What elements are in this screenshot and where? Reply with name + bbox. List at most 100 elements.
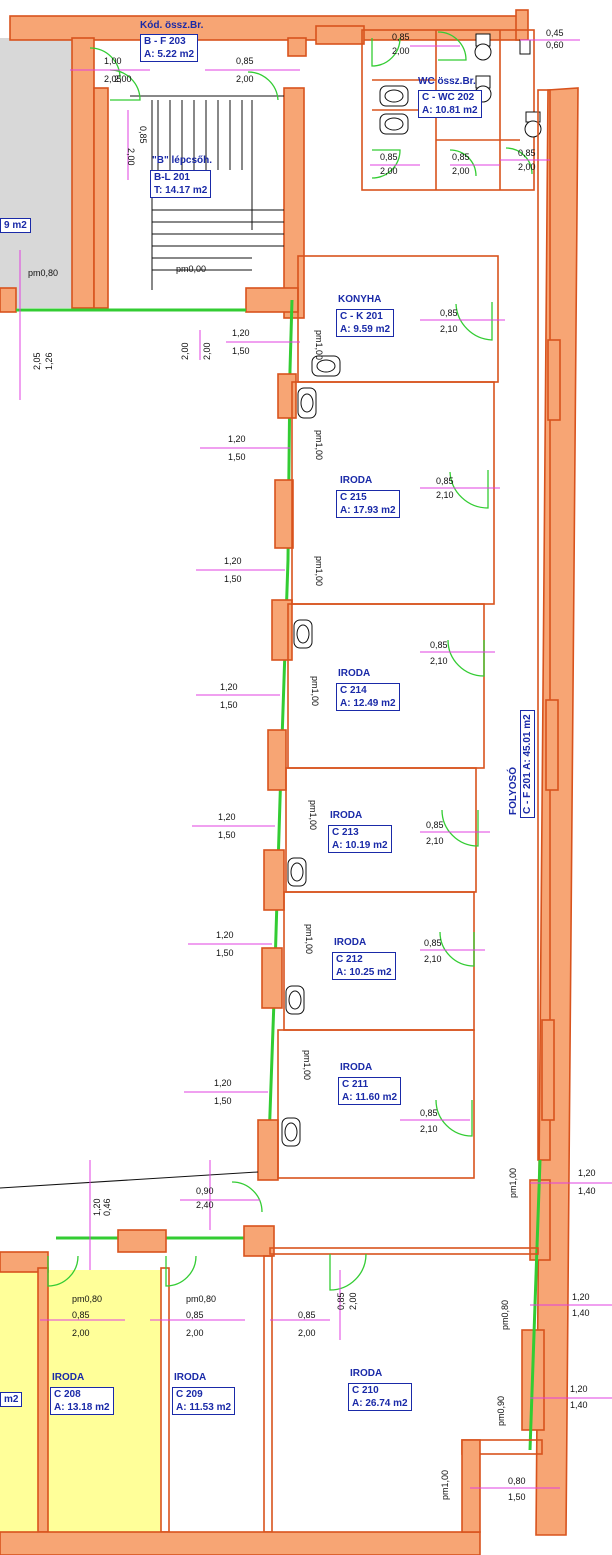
dim-label: pm1,00 <box>440 1470 450 1500</box>
stair-wall-right <box>283 87 305 319</box>
room-area-c212: A: 10.25 m2 <box>336 967 392 978</box>
room-title-bf203: Kód. össz.Br. <box>140 20 204 31</box>
dim-label: pm0,80 <box>186 1294 216 1304</box>
dim-label: pm1,00 <box>310 676 320 706</box>
dim-label: 1,20 <box>578 1168 596 1178</box>
dim-label: 0,85 <box>380 152 398 162</box>
office-partitions <box>277 255 499 1179</box>
glazing-line <box>266 299 294 1171</box>
room-label-c213: C 213 A: 10.19 m2 <box>328 825 392 853</box>
dim-label: 0,85 <box>298 1310 316 1320</box>
bottom-right-pier <box>461 1439 481 1533</box>
bottom-corridor-wall <box>269 1247 539 1255</box>
dim-label: 2,00 <box>380 166 398 176</box>
dim-label: pm0,80 <box>500 1300 510 1330</box>
room-label-c214: C 214 A: 12.49 m2 <box>336 683 400 711</box>
left-wall-stub <box>0 287 17 313</box>
room-area-c208: A: 13.18 m2 <box>54 1402 110 1413</box>
dim-label: pm1,00 <box>308 800 318 830</box>
room-title-c214: IRODA <box>338 668 371 679</box>
top-wall-seg <box>315 25 365 45</box>
dim-label: 0,85 <box>236 56 254 66</box>
room-label-c210: C 210 A: 26.74 m2 <box>348 1383 412 1411</box>
dim-label: 2,00 <box>518 162 536 172</box>
room-area-left-partial: 9 m2 <box>0 218 31 233</box>
dim-label: 1,40 <box>570 1400 588 1410</box>
room-code-stairs: B-L 201 <box>154 172 190 183</box>
column-pier <box>271 599 293 661</box>
room-title-stairs: "B" lépcsőh. <box>152 155 213 166</box>
room-code-bf203: B - F 203 <box>144 36 186 47</box>
dim-label: 0,85 <box>72 1310 90 1320</box>
dim-label: pm1,00 <box>304 924 314 954</box>
dim-label: 0,85 <box>452 152 470 162</box>
dimension-lines <box>19 39 612 1489</box>
dim-label: 0,45 <box>546 28 564 38</box>
dim-label: 1,20 <box>224 556 242 566</box>
dim-label: 1,20 <box>214 1078 232 1088</box>
dim-label: 0,85 <box>186 1310 204 1320</box>
room-title-wc202: WC össz.Br. <box>418 76 476 87</box>
corridor-pier <box>545 699 559 791</box>
dim-label: 2,00 <box>114 74 132 84</box>
column-pier <box>267 729 287 791</box>
corridor-pier <box>541 1019 555 1121</box>
wc-block-outline <box>361 29 535 191</box>
room-code-c212: C 212 <box>336 954 363 965</box>
room-code-k201: C - K 201 <box>340 311 383 322</box>
column-pier <box>274 479 294 549</box>
room-area-k201: A: 9.59 m2 <box>340 324 391 335</box>
dim-label: 2,00 <box>452 166 470 176</box>
dim-label: 2,00 <box>186 1328 204 1338</box>
room-area-c209: A: 11.53 m2 <box>176 1402 232 1413</box>
dim-label: 0,85 <box>518 148 536 158</box>
dim-label: 0,90 <box>196 1186 214 1196</box>
dim-label: 2,00 <box>348 1292 358 1310</box>
dim-label: 1,20 <box>228 434 246 444</box>
dim-label: 2,00 <box>298 1328 316 1338</box>
gray-room-area <box>0 38 82 308</box>
dim-label: 0,85 <box>436 476 454 486</box>
dim-label: 2,10 <box>424 954 442 964</box>
room-code-c210: C 210 <box>352 1385 379 1396</box>
room-title-c209: IRODA <box>174 1372 207 1383</box>
room-label-stairs: B-L 201 T: 14.17 m2 <box>150 170 212 198</box>
room-area-c213: A: 10.19 m2 <box>332 840 388 851</box>
dim-label: 1,26 <box>44 352 54 370</box>
dim-label: 1,20 <box>92 1198 102 1216</box>
dim-label: 2,10 <box>430 656 448 666</box>
dim-label: 2,00 <box>126 148 136 166</box>
dim-label: 1,40 <box>578 1186 596 1196</box>
dim-label: 0,85 <box>420 1108 438 1118</box>
dim-label: pm1,00 <box>302 1050 312 1080</box>
washbasin-icon <box>281 355 341 1147</box>
dim-label: 1,20 <box>216 930 234 940</box>
dim-label: 2,05 <box>104 74 122 84</box>
corridor-inner-wall <box>537 89 551 1161</box>
dim-label: 2,10 <box>420 1124 438 1134</box>
dim-label: 1,50 <box>232 346 250 356</box>
dim-label: 1,50 <box>508 1492 526 1502</box>
dim-label: 2,00 <box>236 74 254 84</box>
dim-label: pm1,00 <box>508 1168 518 1198</box>
dim-label: 1,50 <box>224 574 242 584</box>
room-area-c214: A: 12.49 m2 <box>340 698 396 709</box>
room-code-wc202: C - WC 202 <box>422 92 475 103</box>
dim-label: 2,10 <box>436 490 454 500</box>
room-area-c215: A: 17.93 m2 <box>340 505 396 516</box>
pier-small-2 <box>287 37 307 57</box>
staircase <box>130 95 284 290</box>
dim-label: pm0,80 <box>28 268 58 278</box>
room-code-c209: C 209 <box>176 1389 203 1400</box>
dim-label: 0,85 <box>392 32 410 42</box>
room-label-c209: C 209 A: 11.53 m2 <box>172 1387 236 1415</box>
room-label-c212: C 212 A: 10.25 m2 <box>332 952 396 980</box>
room-area-bottom-left-partial: m2 <box>0 1392 23 1407</box>
bottom-wall <box>0 1531 481 1555</box>
dim-label: pm0,80 <box>72 1294 102 1304</box>
dim-label: 1,20 <box>572 1292 590 1302</box>
room-area-bf203: A: 5.22 m2 <box>144 49 195 60</box>
